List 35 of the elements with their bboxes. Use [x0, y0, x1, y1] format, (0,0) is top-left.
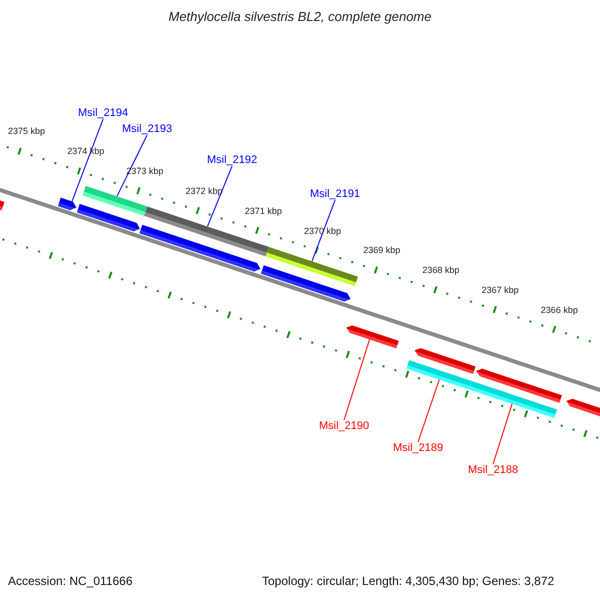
gene-label: Msil_2194	[78, 107, 128, 120]
scale-label: 2369 kbp	[363, 246, 400, 256]
gene-label: Msil_2189	[393, 442, 444, 454]
gene-block	[414, 348, 476, 374]
feature-bar	[468, 381, 558, 418]
leader-line	[492, 403, 513, 464]
gene-label: Msil_2192	[207, 154, 258, 166]
leader-line	[418, 379, 440, 442]
gene-block	[58, 198, 76, 210]
scale-label: 2371 kbp	[244, 206, 282, 216]
gene-block	[139, 224, 260, 272]
title: Methylocella silvestris BL2, complete genome	[167, 10, 432, 24]
leader-line	[311, 200, 336, 262]
leader-line	[72, 118, 104, 202]
scale-label: 2366 kbp	[540, 306, 578, 316]
gene-label: Msil_2190	[319, 420, 370, 432]
gene-block	[476, 368, 562, 403]
leader-line	[207, 166, 233, 227]
scale-label: 2367 kbp	[482, 286, 519, 296]
gene-block	[346, 325, 399, 348]
feature-bar	[266, 246, 358, 286]
feature-bar	[144, 206, 269, 256]
gene-block	[260, 265, 351, 302]
accession-text: Accession: NC_011666	[8, 575, 133, 588]
genome-info-text: Topology: circular; Length: 4,305,430 bp; Genes: 3,872	[262, 575, 554, 588]
scale-label: 2368 kbp	[422, 266, 460, 276]
feature-bar	[82, 186, 148, 216]
leader-line	[344, 339, 370, 420]
feature-bar	[406, 360, 472, 390]
gene-block	[76, 204, 140, 232]
scale-label: 2375 kbp	[8, 127, 46, 137]
leader-line	[116, 134, 148, 197]
gene-label: Msil_2191	[310, 188, 360, 200]
gene-label: Msil_2193	[122, 123, 172, 136]
gene-label: Msil_2188	[468, 464, 518, 476]
